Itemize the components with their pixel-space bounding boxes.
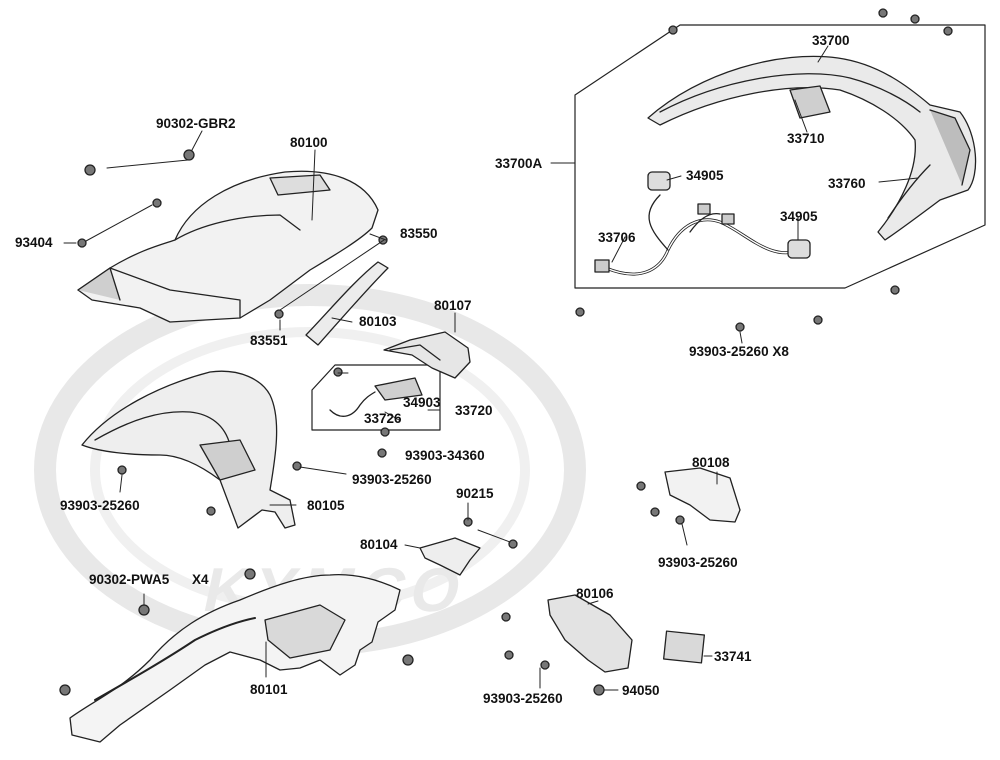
label-80108: 80108	[692, 455, 730, 470]
reflector-33741	[662, 630, 706, 664]
label-80106: 80106	[576, 586, 614, 601]
label-80104: 80104	[360, 537, 398, 552]
screw-set	[59, 8, 953, 696]
cover-80107	[383, 331, 471, 379]
label-90302-PWA5: 90302-PWA5	[89, 572, 170, 587]
label-93903-25260-bottom: 93903-25260	[483, 691, 563, 706]
label-93903-25260-x8: 93903-25260 X8	[689, 344, 789, 359]
inner-fender-80101	[69, 574, 401, 743]
leader-lines	[63, 45, 919, 691]
plate-bracket-80108	[664, 467, 741, 523]
label-90302-GBR2: 90302-GBR2	[156, 116, 236, 131]
label-80105: 80105	[307, 498, 345, 513]
label-33760: 33760	[828, 176, 866, 191]
label-80107: 80107	[434, 298, 472, 313]
label-83551: 83551	[250, 333, 288, 348]
label-93903-25260-right: 93903-25260	[658, 555, 738, 570]
label-33710: 33710	[787, 131, 825, 146]
bracket-80104	[419, 537, 481, 576]
label-90215: 90215	[456, 486, 494, 501]
trim-strip-80103	[305, 261, 389, 346]
rear-fender-80100	[77, 170, 379, 323]
label-34905-upper: 34905	[686, 168, 724, 183]
label-93404: 93404	[15, 235, 53, 250]
label-33700: 33700	[812, 33, 850, 48]
label-80100: 80100	[290, 135, 328, 150]
label-83550: 83550	[400, 226, 438, 241]
label-93903-34360: 93903-34360	[405, 448, 485, 463]
license-holder-80106	[547, 594, 633, 673]
label-33720: 33720	[455, 403, 493, 418]
rear-cover-80105	[81, 370, 296, 529]
label-x4: X4	[192, 572, 209, 587]
label-93903-25260-left: 93903-25260	[60, 498, 140, 513]
label-80101: 80101	[250, 682, 288, 697]
taillight-assembly-33700	[647, 55, 977, 241]
label-33741: 33741	[714, 649, 752, 664]
wire-harness-33706	[594, 171, 811, 276]
label-33706: 33706	[598, 230, 636, 245]
assembly-box-33700A	[574, 24, 986, 289]
label-80103: 80103	[359, 314, 397, 329]
label-93903-25260-mid: 93903-25260	[352, 472, 432, 487]
label-33700A: 33700A	[495, 156, 543, 171]
label-94050: 94050	[622, 683, 660, 698]
label-34903: 34903	[403, 395, 441, 410]
label-34905-lower: 34905	[780, 209, 818, 224]
assembly-box-33720	[311, 364, 441, 431]
label-33726: 33726	[364, 411, 402, 426]
